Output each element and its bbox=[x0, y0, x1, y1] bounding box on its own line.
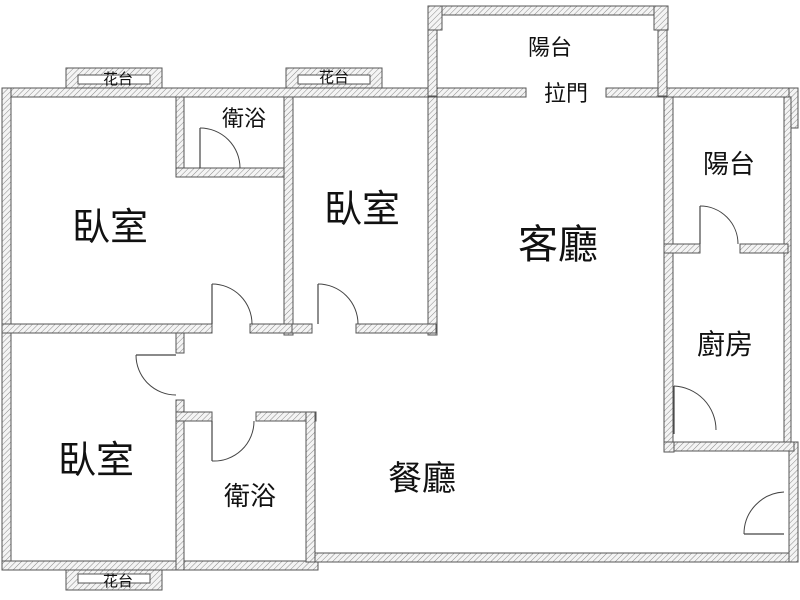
label-planter-3: 花台 bbox=[103, 572, 133, 590]
door-bedroom-3 bbox=[135, 354, 177, 396]
label-bath-1: 衛浴 bbox=[222, 107, 266, 132]
label-bedroom-3: 臥室 bbox=[58, 438, 134, 482]
label-living-room: 客廳 bbox=[518, 222, 598, 268]
label-dining-room: 餐廳 bbox=[388, 459, 456, 499]
label-planter-1: 花台 bbox=[103, 70, 133, 88]
door-kitchen bbox=[673, 385, 717, 434]
label-balcony-right: 陽台 bbox=[703, 150, 755, 180]
door-bedroom-2 bbox=[317, 283, 359, 325]
label-bedroom-2: 臥室 bbox=[324, 187, 400, 231]
door-bedroom-1 bbox=[211, 283, 253, 325]
door-entrance bbox=[743, 491, 785, 535]
label-planter-2: 花台 bbox=[319, 68, 349, 86]
doors bbox=[135, 127, 785, 535]
door-bath-2 bbox=[211, 420, 255, 462]
label-sliding-door: 拉門 bbox=[544, 82, 588, 107]
label-kitchen: 廚房 bbox=[697, 328, 753, 361]
label-bath-2: 衛浴 bbox=[224, 482, 276, 512]
door-bath-1 bbox=[199, 127, 241, 169]
door-balcony-right bbox=[699, 205, 739, 245]
walls bbox=[1, 5, 799, 591]
label-balcony-top: 陽台 bbox=[528, 36, 572, 61]
label-bedroom-1: 臥室 bbox=[72, 205, 148, 249]
room-labels: 陽台 拉門 花台 花台 花台 衛浴 臥室 臥室 客廳 陽台 廚房 臥室 衛浴 餐… bbox=[58, 36, 755, 590]
